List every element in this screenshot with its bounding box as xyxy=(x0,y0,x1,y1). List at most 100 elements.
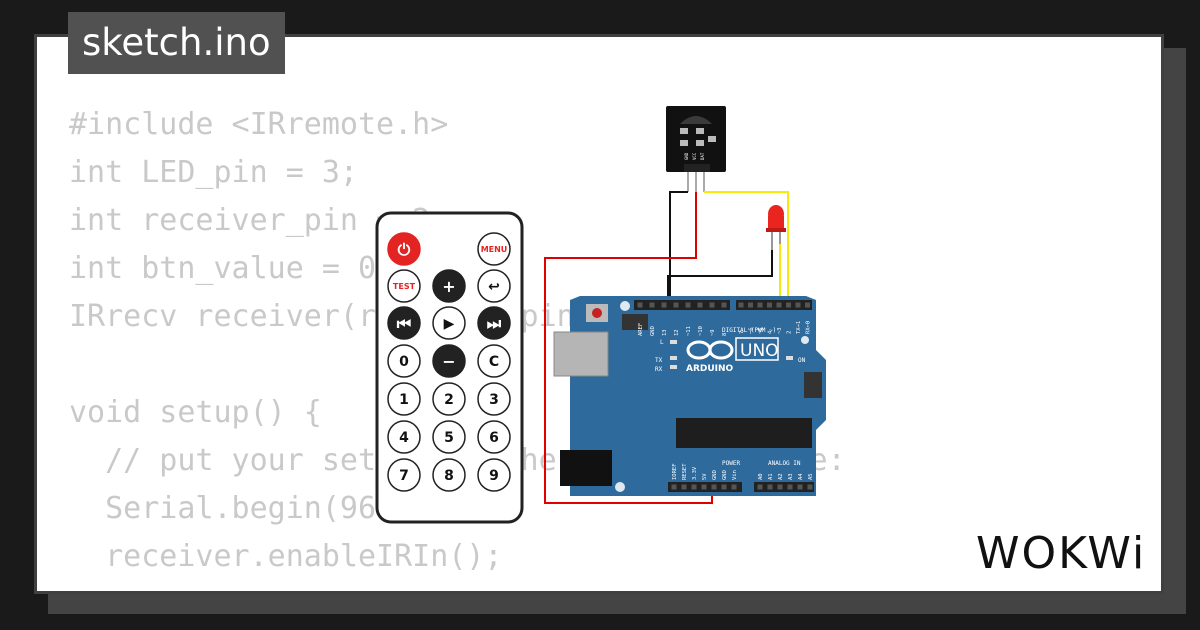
power-jack xyxy=(560,450,612,486)
header-pin[interactable] xyxy=(757,302,763,308)
remote-button-4[interactable]: 4 xyxy=(387,420,421,454)
remote-button-9[interactable]: 9 xyxy=(477,458,511,492)
arduino-uno-board[interactable]: ARDUINO UNO DIGITAL (PWM ~) POWER ANALOG… xyxy=(553,296,826,496)
pin-label: 5V xyxy=(702,473,708,480)
code-line: receiver.enableIRIn(); xyxy=(69,539,503,574)
remote-button-play[interactable]: ▶ xyxy=(432,306,466,340)
header-pin[interactable] xyxy=(738,302,744,308)
l-label: L xyxy=(660,339,664,346)
pin-label: 2 xyxy=(787,331,793,334)
header-pin[interactable] xyxy=(767,302,772,308)
pin-label: ~3 xyxy=(777,327,783,334)
header-pin[interactable] xyxy=(661,302,667,308)
header-pin[interactable] xyxy=(795,302,801,308)
remote-button-back[interactable]: ↩ xyxy=(477,269,511,303)
remote-button-label: 5 xyxy=(444,430,454,446)
header-pin[interactable] xyxy=(731,484,737,490)
code-line: int LED_pin = 3; xyxy=(69,155,358,190)
header-pin[interactable] xyxy=(673,302,679,308)
header-pin[interactable] xyxy=(637,302,643,308)
remote-button-next[interactable]: ⏭ xyxy=(477,306,511,340)
pin-label: 3.3V xyxy=(692,466,698,480)
header-pin[interactable] xyxy=(691,484,697,490)
remote-button-label: ⏮ xyxy=(397,314,411,333)
remote-button-3[interactable]: 3 xyxy=(477,382,511,416)
remote-button-power[interactable]: ⏻ xyxy=(387,232,421,266)
header-pin[interactable] xyxy=(805,302,810,308)
remote-button-7[interactable]: 7 xyxy=(387,458,421,492)
header-pin[interactable] xyxy=(797,484,803,490)
remote-button-plus[interactable]: + xyxy=(432,269,466,303)
header-pin[interactable] xyxy=(786,302,791,308)
pin-label: 12 xyxy=(674,329,680,336)
ir-pin-label: GND xyxy=(684,152,689,160)
header-pin[interactable] xyxy=(721,302,727,308)
on-label: ON xyxy=(798,357,806,364)
header-pin[interactable] xyxy=(711,484,717,490)
header-pin[interactable] xyxy=(701,484,707,490)
pin-label: A1 xyxy=(768,473,774,480)
remote-button-label: ↩ xyxy=(488,279,500,295)
header-pin[interactable] xyxy=(681,484,687,490)
red-led[interactable] xyxy=(766,205,786,250)
remote-button-label: 1 xyxy=(399,392,409,408)
remote-button-label: MENU xyxy=(481,245,508,254)
pin-label: RX←0 xyxy=(806,321,812,334)
remote-button-label: ▶ xyxy=(444,316,455,332)
svg-text:WOKWi: WOKWi xyxy=(976,528,1146,579)
remote-button-6[interactable]: 6 xyxy=(477,420,511,454)
header-pin[interactable] xyxy=(757,484,763,490)
remote-button-c[interactable]: C xyxy=(477,344,511,378)
remote-button-label: 6 xyxy=(489,430,499,446)
pin-label: ~5 xyxy=(758,327,764,334)
pin-label: A4 xyxy=(798,473,804,480)
header-pin[interactable] xyxy=(671,484,677,490)
wire-yellow-signal xyxy=(704,191,789,302)
remote-button-prev[interactable]: ⏮ xyxy=(387,306,421,340)
remote-button-menu[interactable]: MENU xyxy=(477,232,511,266)
remote-button-1[interactable]: 1 xyxy=(387,382,421,416)
header-pin[interactable] xyxy=(748,302,753,308)
sketch-title: sketch.ino xyxy=(68,12,285,74)
header-pin[interactable] xyxy=(807,484,813,490)
pin-label: IOREF xyxy=(672,463,678,480)
header-pin[interactable] xyxy=(685,302,691,308)
header-pin[interactable] xyxy=(787,484,793,490)
wire-black-led-gnd xyxy=(667,250,773,302)
remote-button-label: TEST xyxy=(393,282,416,291)
remote-button-label: ⏻ xyxy=(398,240,411,259)
ir-remote[interactable]: ⏻ MENU TEST + ↩ ⏮ ▶ ⏭ 0 − C 1 2 3 4 5 6 7 8 9 xyxy=(375,211,524,524)
ir-pin-label: VCC xyxy=(692,152,697,160)
power-label: POWER xyxy=(722,460,740,467)
remote-button-label: 7 xyxy=(399,468,409,484)
header-pin[interactable] xyxy=(709,302,715,308)
remote-button-0[interactable]: 0 xyxy=(387,344,421,378)
tx-label: TX xyxy=(655,357,663,364)
remote-button-minus[interactable]: − xyxy=(432,344,466,378)
remote-button-test[interactable]: TEST xyxy=(387,269,421,303)
pin-label: Vin xyxy=(732,470,738,480)
pin-label: ~10 xyxy=(698,326,704,336)
header-pin[interactable] xyxy=(767,484,773,490)
remote-button-label: 8 xyxy=(444,468,454,484)
header-pin[interactable] xyxy=(777,484,783,490)
remote-button-2[interactable]: 2 xyxy=(432,382,466,416)
remote-button-label: − xyxy=(442,352,455,371)
remote-button-label: 2 xyxy=(444,392,454,408)
header-pin[interactable] xyxy=(697,302,703,308)
pin-label: A0 xyxy=(758,473,764,480)
analog-label: ANALOG IN xyxy=(768,460,801,467)
header-pin[interactable] xyxy=(776,302,782,308)
header-pin[interactable] xyxy=(721,484,727,490)
pin-label: 7 xyxy=(739,331,745,334)
header-pin[interactable] xyxy=(649,302,655,308)
pin-label: TX→1 xyxy=(796,321,802,334)
remote-button-8[interactable]: 8 xyxy=(432,458,466,492)
remote-button-5[interactable]: 5 xyxy=(432,420,466,454)
remote-button-label: 0 xyxy=(399,354,409,370)
ir-receiver-module[interactable]: GND VCC DAT xyxy=(666,106,726,192)
remote-button-label: 3 xyxy=(489,392,499,408)
pin-label: AREF xyxy=(638,323,644,336)
